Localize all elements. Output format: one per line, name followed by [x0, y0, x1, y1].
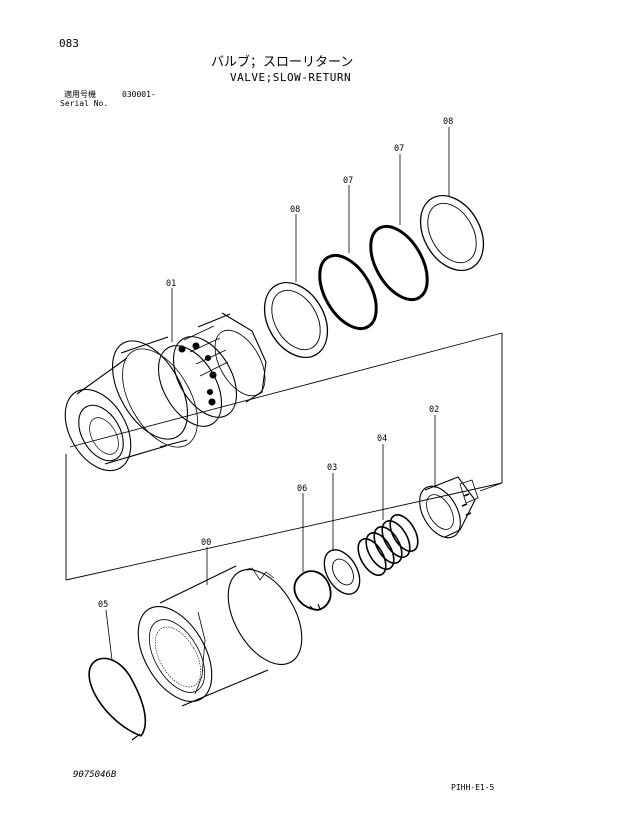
callout-labels: 08 07 07 08 01 02 04 03 06 00 05: [98, 117, 453, 610]
callout-label-02: 02: [429, 405, 439, 415]
part-washer-08-lower: [263, 281, 329, 359]
part-washer-03: [323, 549, 361, 595]
serial-label-english: Serial No.: [60, 99, 109, 108]
callout-label-06: 06: [297, 484, 307, 494]
callout-leader-lines: [105, 127, 450, 661]
part-spring-04: [357, 514, 419, 576]
part-retaining-ring-05: [88, 657, 147, 741]
part-o-ring-07-left: [318, 254, 378, 330]
callout-label-07-left: 07: [343, 176, 353, 186]
callout-label-01: 01: [166, 279, 176, 289]
part-o-ring-07-right: [369, 225, 429, 301]
callout-label-00: 00: [201, 538, 211, 548]
part-poppet-02: [419, 476, 479, 539]
drawing-number: 9075046B: [73, 770, 117, 780]
part-washer-08-upper: [419, 194, 485, 272]
page-number: 083: [59, 37, 79, 50]
serial-label-japanese: 適用号機: [64, 90, 96, 99]
callout-label-05: 05: [98, 600, 108, 610]
callout-label-08-lower: 08: [290, 205, 300, 215]
page-title-english: VALVE;SLOW-RETURN: [230, 71, 352, 84]
callout-label-07-right: 07: [394, 144, 404, 154]
part-valve-body-01: [64, 312, 267, 472]
assembly-frame-lines: [65, 332, 503, 581]
callout-label-04: 04: [377, 434, 387, 444]
callout-label-08-upper: 08: [443, 117, 453, 127]
part-sleeve-00: [137, 565, 303, 707]
callout-label-03: 03: [327, 463, 337, 473]
page-title-japanese: バルブ；スローリターン: [211, 55, 354, 70]
part-snap-ring-06: [293, 570, 332, 611]
serial-number-value: 030001-: [122, 90, 156, 99]
sheet-reference: PIHH-E1-5: [451, 783, 495, 792]
